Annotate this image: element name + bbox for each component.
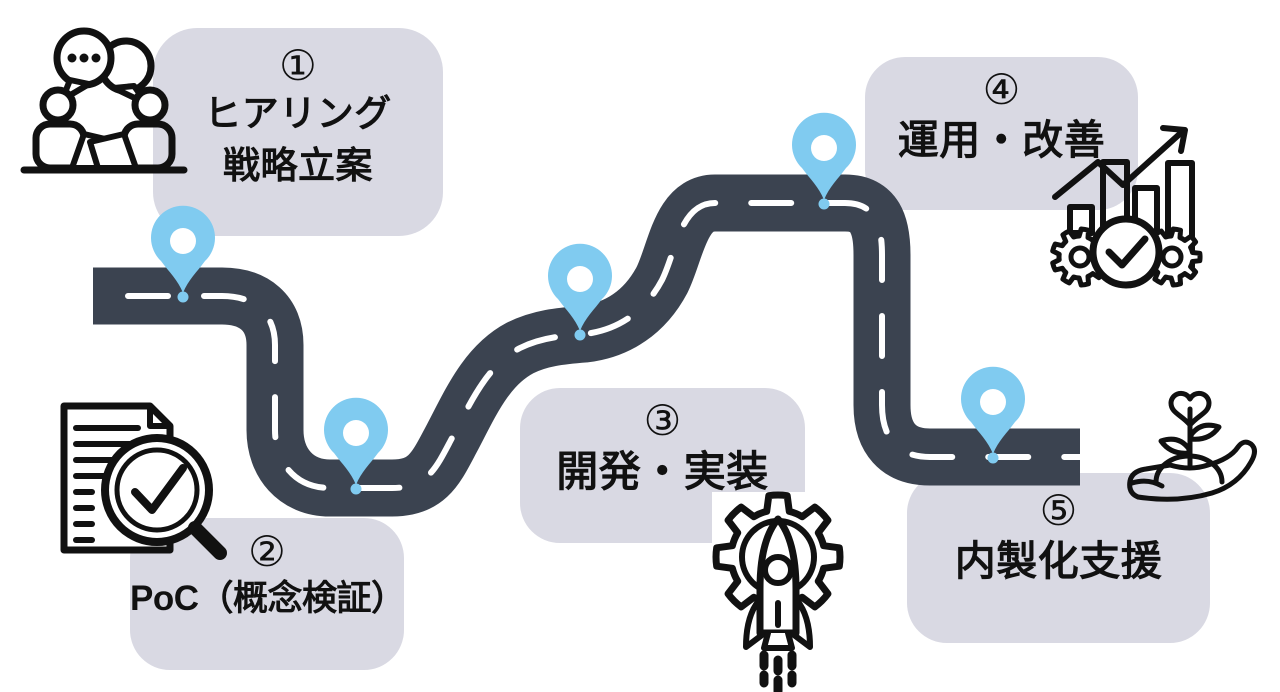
document-check-icon <box>60 402 227 560</box>
step-1-label-line2: 戦略立案 <box>223 144 373 186</box>
step-5-number: ⑤ <box>1039 487 1078 534</box>
step-box-4: ④ 運用・改善 <box>865 57 1138 210</box>
step-2-number: ② <box>248 528 286 575</box>
pin-dots <box>177 198 999 495</box>
rocket-gear-icon <box>712 491 864 692</box>
step-box-1: ① ヒアリング 戦略立案 <box>153 28 443 236</box>
step-3-number: ③ <box>643 397 682 444</box>
growth-chart-icon <box>1050 125 1203 289</box>
step-box-2: ② PoC（概念検証） <box>130 518 406 670</box>
hand-sprout-icon <box>1127 390 1257 502</box>
step-1-number: ① <box>279 42 317 89</box>
step-2-label: PoC（概念検証） <box>130 579 406 619</box>
consultation-icon <box>20 27 188 174</box>
step-3-label: 開発・実装 <box>556 448 769 496</box>
step-1-label-line1: ヒアリング <box>204 93 392 135</box>
step-4-label: 運用・改善 <box>897 117 1106 164</box>
step-5-label: 内製化支援 <box>954 538 1163 585</box>
road-center-dashes <box>90 200 1083 491</box>
step-4-number: ④ <box>982 66 1021 113</box>
